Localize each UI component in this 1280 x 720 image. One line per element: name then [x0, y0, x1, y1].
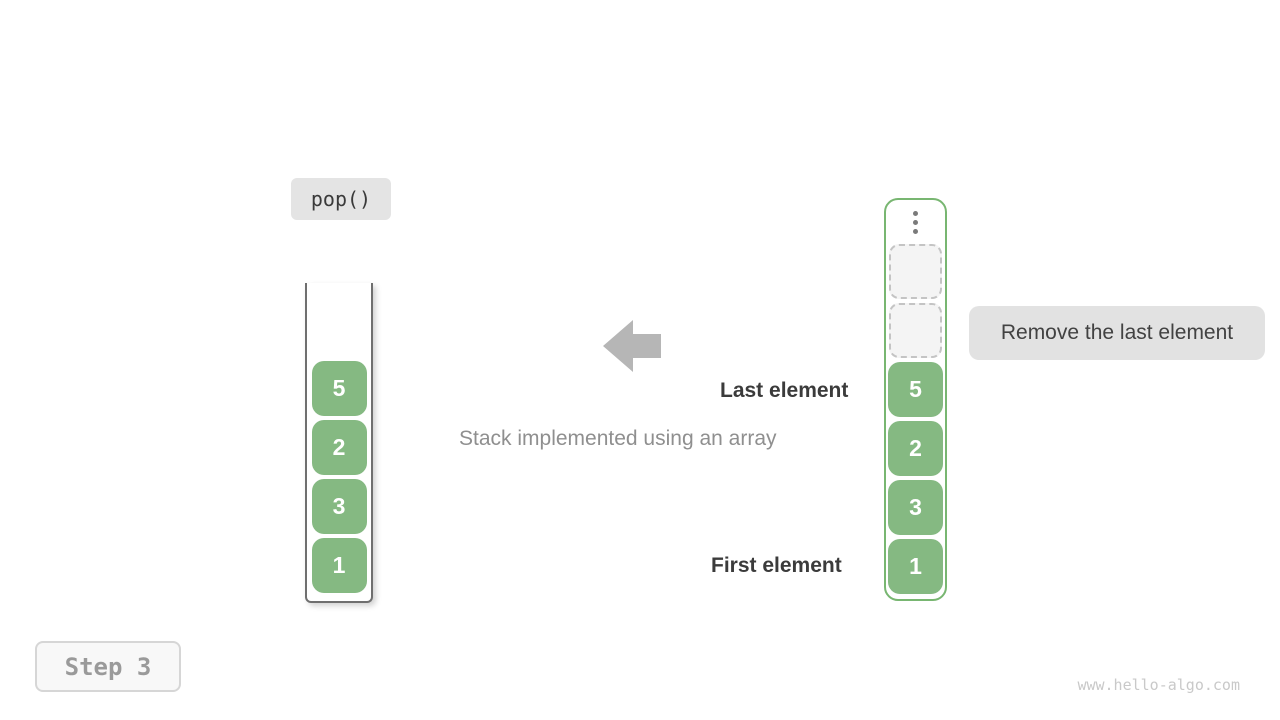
array-element: 2	[888, 421, 943, 476]
pop-operation-text: pop()	[310, 187, 372, 211]
array-container: 5 2 3 1	[884, 198, 947, 601]
step-badge-text: Step 3	[64, 652, 152, 681]
first-element-label: First element	[711, 554, 842, 577]
array-element: 1	[888, 539, 943, 594]
step-badge: Step 3	[35, 641, 181, 692]
stack-element: 5	[311, 361, 367, 416]
diagram-caption: Stack implemented using an array	[459, 427, 777, 450]
stack-element: 2	[311, 420, 367, 475]
empty-array-slot	[889, 244, 942, 299]
stack-element: 3	[311, 479, 367, 534]
remove-last-element-callout: Remove the last element	[969, 306, 1265, 360]
array-element: 5	[888, 362, 943, 417]
array-element: 3	[888, 480, 943, 535]
watermark-text: www.hello-algo.com	[1077, 676, 1240, 694]
last-element-label: Last element	[720, 379, 849, 402]
stack-element: 1	[311, 538, 367, 593]
stack-container: 5 2 3 1	[305, 283, 373, 603]
vertical-ellipsis-icon	[913, 200, 918, 244]
left-arrow-icon	[603, 320, 661, 372]
pop-operation-label: pop()	[291, 178, 391, 220]
empty-array-slot	[889, 303, 942, 358]
